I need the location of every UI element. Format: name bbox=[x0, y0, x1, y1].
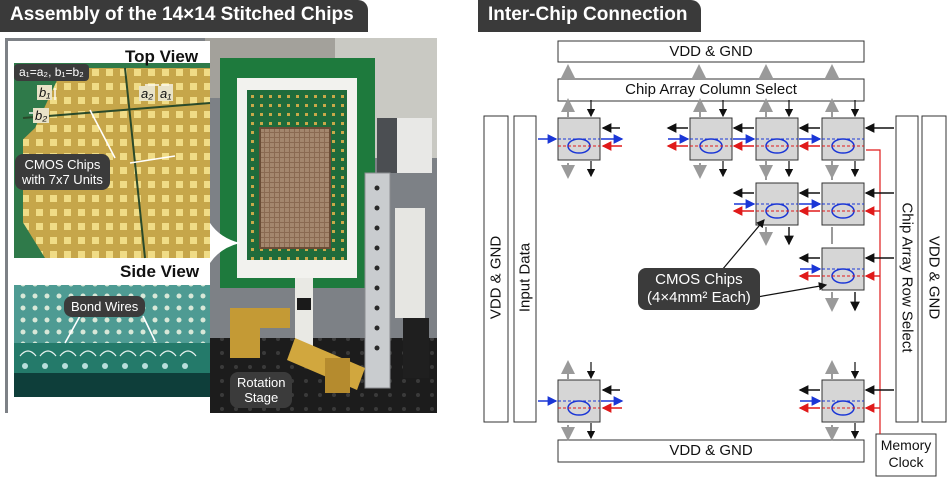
cmos-chips-photo-callout: CMOS Chips with 7x7 Units bbox=[15, 154, 110, 190]
a2-dimension-label: a₂ bbox=[139, 86, 156, 101]
right-panel-title: Inter-Chip Connection bbox=[478, 0, 702, 32]
cmos-callout-line1: CMOS Chips bbox=[24, 157, 101, 172]
memory-clock-line2: Clock bbox=[888, 454, 924, 470]
b2-dimension-label: b₂ bbox=[33, 108, 50, 123]
vdd-gnd-top-label: VDD & GND bbox=[669, 43, 753, 60]
rotation-stage-callout: Rotation Stage bbox=[230, 372, 293, 408]
column-select-label: Chip Array Column Select bbox=[625, 81, 797, 98]
cmos-callout-line2: with 7x7 Units bbox=[22, 172, 103, 187]
rotation-stage-line2: Stage bbox=[244, 390, 279, 405]
vdd-gnd-right-bar bbox=[921, 115, 947, 423]
left-panel-title: Assembly of the 14×14 Stitched Chips bbox=[0, 0, 368, 32]
vdd-gnd-bottom-bar bbox=[557, 439, 865, 463]
memory-clock-box bbox=[875, 433, 937, 477]
vdd-gnd-top-bar bbox=[557, 40, 865, 63]
cmos-chips-diagram-callout: CMOS Chips (4×4mm² Each) bbox=[638, 268, 760, 310]
row-select-label: Chip Array Row Select bbox=[898, 202, 916, 353]
cmos-diagram-callout-line2: (4×4mm² Each) bbox=[647, 289, 751, 306]
top-view-label: Top View bbox=[125, 47, 199, 66]
column-select-bar bbox=[557, 78, 865, 102]
b1-dimension-label: b₁ bbox=[37, 85, 53, 100]
vdd-gnd-right-label: VDD & GND bbox=[925, 235, 943, 320]
memory-clock-line1: Memory bbox=[880, 437, 932, 453]
assembly-photo bbox=[5, 38, 437, 413]
vdd-gnd-left-label: VDD & GND bbox=[487, 235, 505, 320]
a1-dimension-label: a₁ bbox=[158, 86, 174, 101]
row-select-bar bbox=[895, 115, 919, 423]
vdd-gnd-left-bar bbox=[483, 115, 509, 423]
dimension-equality-text: a₁=a₂, b₁=b₂ bbox=[19, 65, 84, 79]
vdd-gnd-bottom-label: VDD & GND bbox=[669, 442, 753, 459]
cmos-diagram-callout-line1: CMOS Chips bbox=[655, 271, 743, 288]
memory-clock-label: Memory Clock bbox=[876, 437, 936, 471]
side-view-label: Side View bbox=[120, 262, 200, 281]
rotation-stage-line1: Rotation bbox=[237, 375, 286, 390]
input-data-label: Input Data bbox=[516, 242, 534, 313]
input-data-bar bbox=[513, 115, 537, 423]
assembly-photo-drawing bbox=[5, 38, 437, 413]
dimension-equality-label: a₁=a₂, b₁=b₂ bbox=[14, 64, 89, 81]
bond-wires-callout: Bond Wires bbox=[64, 296, 146, 317]
